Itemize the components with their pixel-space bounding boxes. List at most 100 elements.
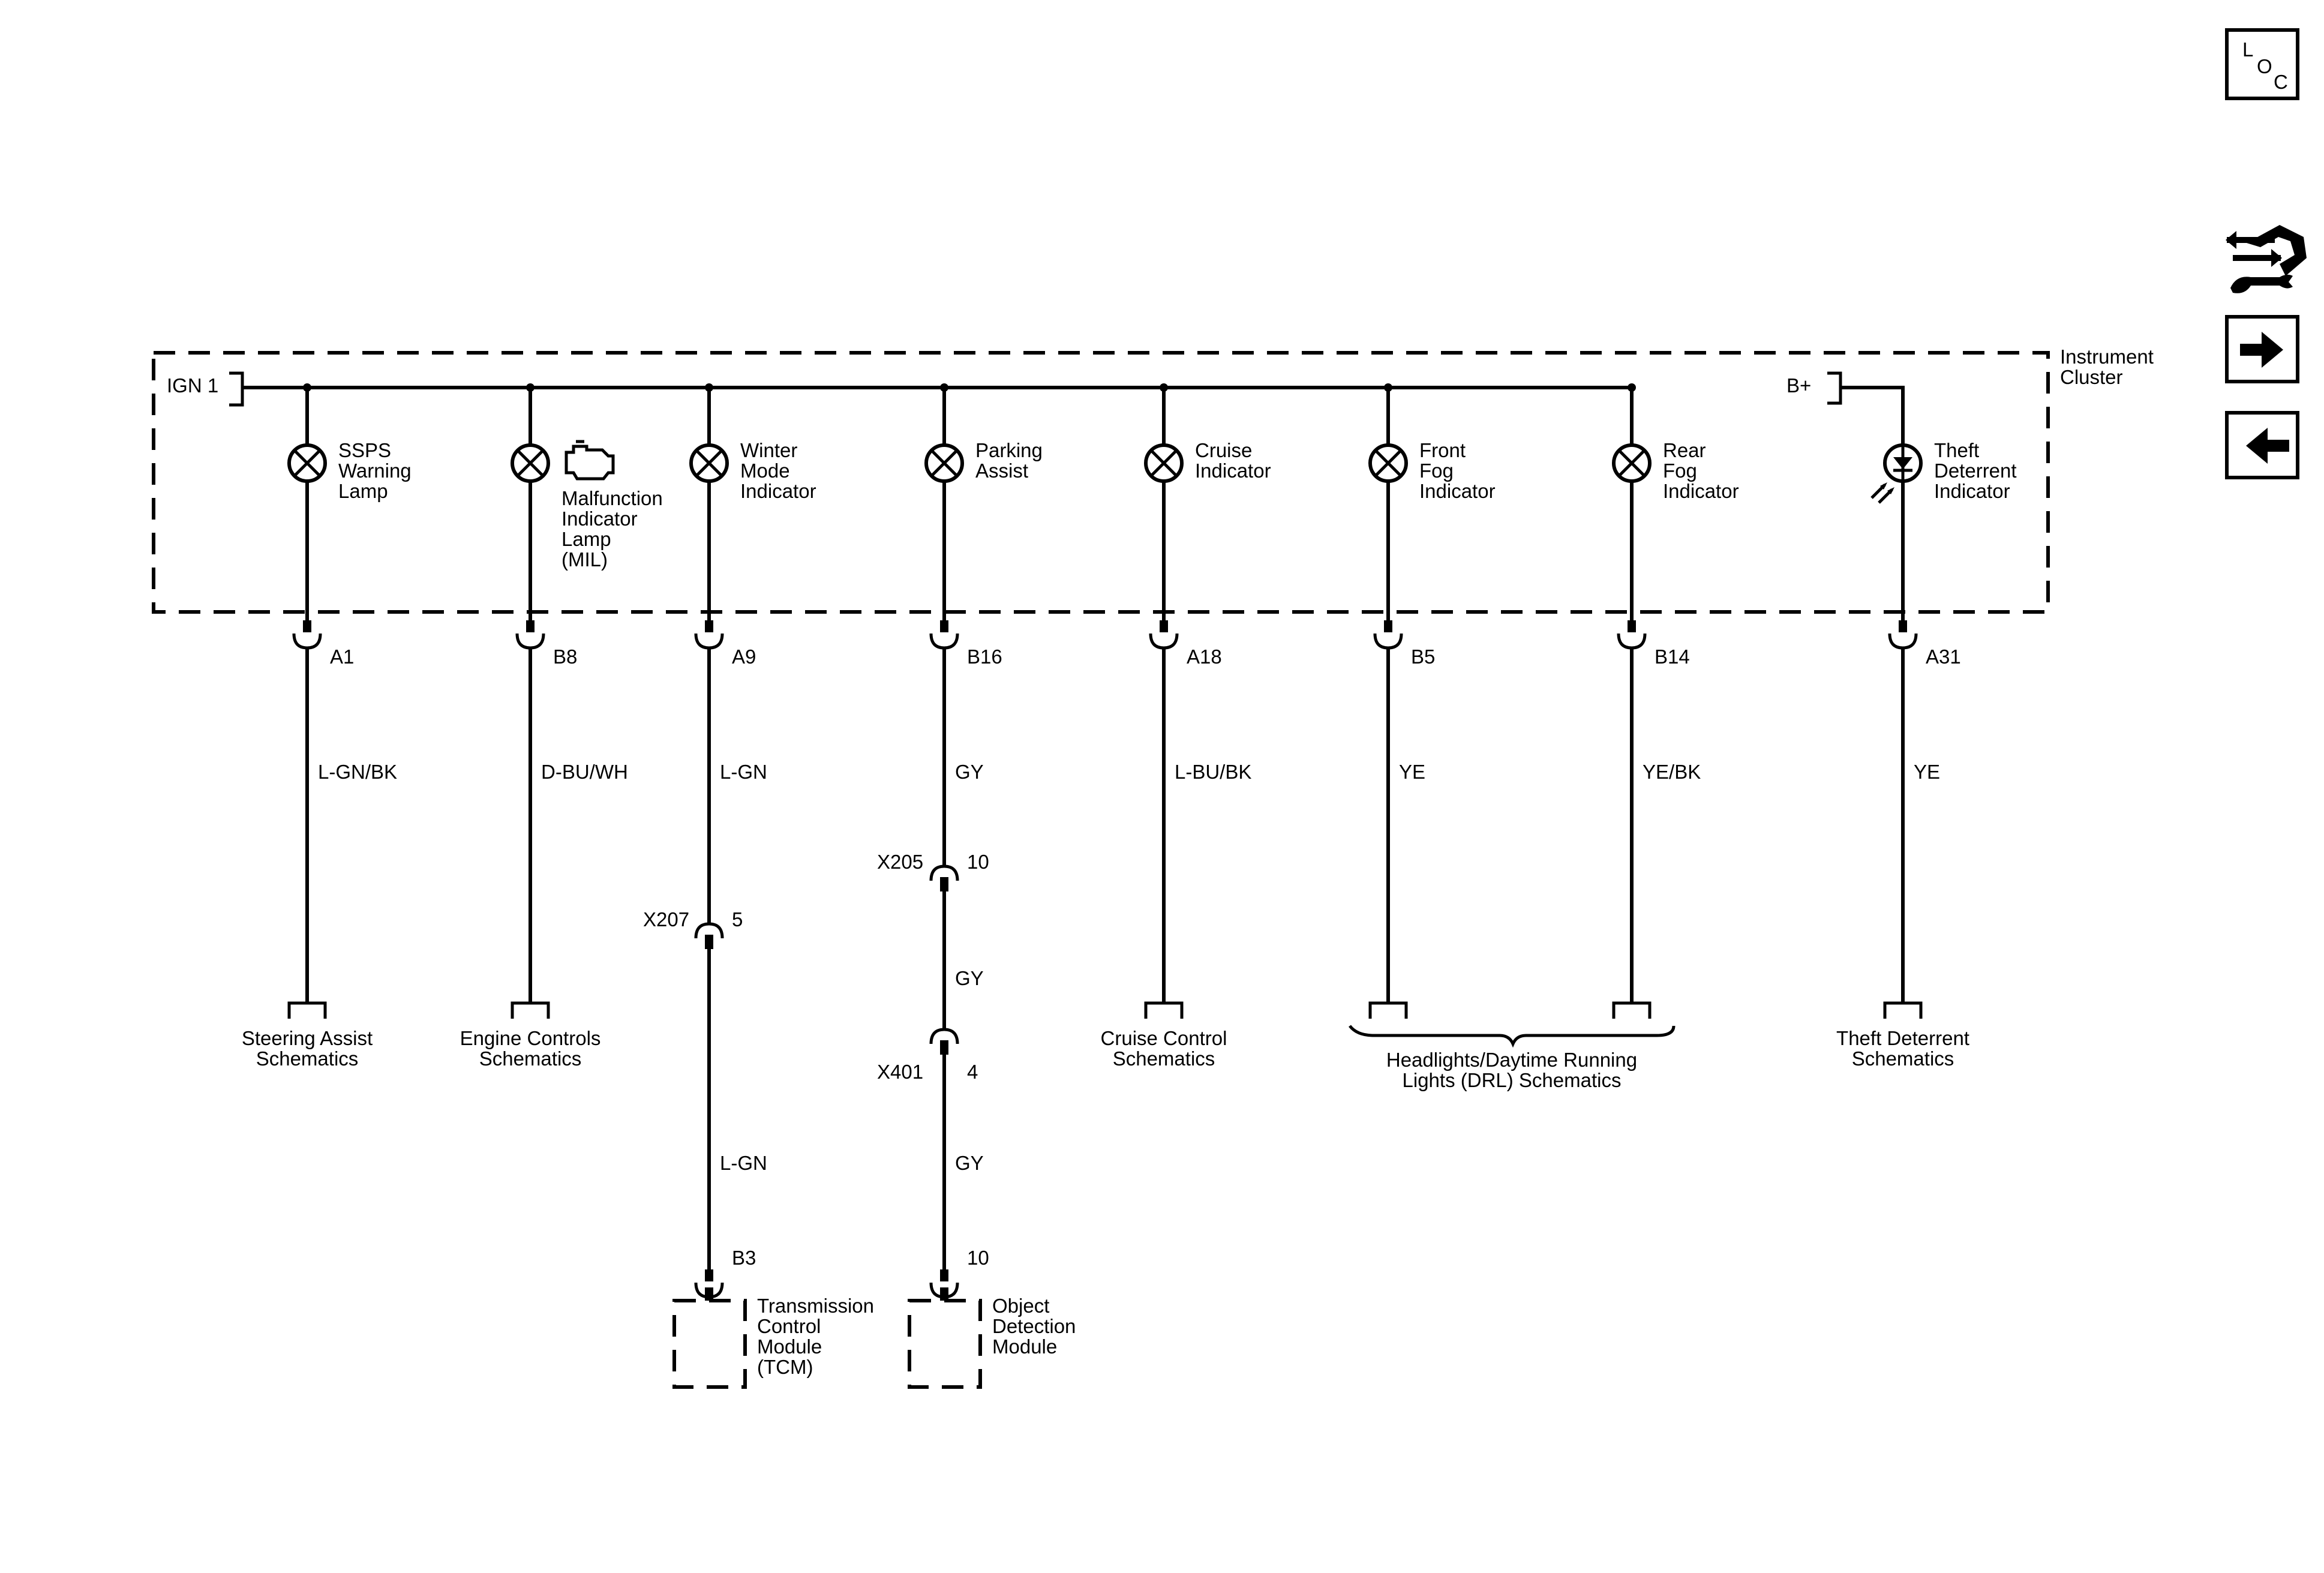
mil-lamp-label-2: Lamp	[562, 528, 611, 550]
lamp-x2	[1374, 449, 1402, 477]
winter-cluster-terminal	[694, 620, 724, 650]
ssps-lamp-label-0: SSPS	[338, 439, 391, 461]
mil-lamp-label-3: (MIL)	[562, 548, 608, 571]
lamp-x2	[930, 449, 958, 477]
circuit-mil: MalfunctionIndicatorLamp(MIL)B8D-BU/WHEn…	[460, 383, 663, 1070]
x401-connector	[929, 1028, 959, 1055]
frontfog-lamp-icon	[1368, 443, 1408, 483]
mil-dest-label-0: Engine Controls	[460, 1027, 601, 1049]
winter-wire2-color: L-GN	[720, 1152, 767, 1174]
headlights-dest-line2: Lights (DRL) Schematics	[1403, 1069, 1622, 1091]
winter-pin-label: A9	[732, 646, 756, 668]
next-page-button[interactable]	[2225, 315, 2299, 383]
winter-wire-color: L-GN	[720, 761, 767, 783]
terminal-cup	[1149, 633, 1179, 650]
previous-page-button[interactable]	[2225, 411, 2299, 479]
cruise-dest-label-0: Cruise Control	[1101, 1027, 1227, 1049]
terminal-cup	[1617, 633, 1647, 650]
ssps-dest-terminal	[287, 1001, 327, 1019]
ssps-dest-label-0: Steering Assist	[242, 1027, 373, 1049]
cruise-dest-terminal	[1144, 1001, 1184, 1019]
terminal-pin	[303, 620, 311, 632]
theft-lamp-label-0: Theft	[1934, 439, 1979, 461]
odm-label-2: Module	[992, 1335, 1057, 1358]
led-ray2-head	[1887, 487, 1894, 494]
cruise-wire-color: L-BU/BK	[1175, 761, 1251, 783]
tcm-pin-label: B3	[732, 1247, 756, 1269]
ssps-lamp-label-2: Lamp	[338, 480, 388, 502]
frontfog-dest-terminal	[1368, 1001, 1408, 1019]
mil-dest-terminal	[511, 1001, 550, 1019]
cruise-lamp-label-1: Indicator	[1195, 460, 1271, 482]
bplus-wire	[1840, 386, 1905, 448]
ign1-label: IGN 1	[167, 374, 218, 397]
winter-lamp-icon	[689, 443, 729, 483]
headlights-drl-destination: Headlights/Daytime Running Lights (DRL) …	[1349, 1025, 1676, 1091]
cruise-pin-label: A18	[1187, 646, 1222, 668]
rearfog-wire-color: YE/BK	[1643, 761, 1701, 783]
engine-outline	[565, 445, 615, 481]
lamp-x2	[1618, 449, 1646, 477]
parking-wire2-color: GY	[955, 967, 984, 989]
odm-pin	[940, 1287, 948, 1301]
x207-label: X207	[643, 908, 689, 930]
parking-lamp-icon	[924, 443, 964, 483]
rearfog-dest-terminal	[1612, 1001, 1652, 1019]
theft-cluster-terminal	[1888, 620, 1918, 650]
bplus-label: B+	[1786, 374, 1811, 397]
rearfog-lamp-label-0: Rear	[1663, 439, 1706, 461]
terminal-pin	[940, 620, 948, 632]
odm-label-1: Detection	[992, 1315, 1076, 1337]
terminal-cup	[1373, 633, 1403, 650]
frontfog-lamp-label-1: Fog	[1419, 460, 1454, 482]
parking-lamp-label-0: Parking	[975, 439, 1043, 461]
terminal-cup	[694, 633, 724, 650]
connector-pin	[940, 1040, 948, 1055]
x401-label: X401	[877, 1061, 923, 1083]
frontfog-wire-color: YE	[1399, 761, 1425, 783]
terminal-cup	[515, 633, 545, 650]
theft-lamp-label-2: Indicator	[1934, 480, 2010, 502]
theft-wire-color: YE	[1914, 761, 1940, 783]
cluster-label-line2: Cluster	[2060, 366, 2123, 388]
rearfog-pin-label: B14	[1655, 646, 1690, 668]
arrow-right-icon	[2240, 332, 2283, 368]
ign1-terminal	[229, 371, 244, 407]
terminal-pin	[1160, 620, 1168, 632]
tcm-module-boundary	[672, 1299, 747, 1389]
parking-wire3-color: GY	[955, 1152, 984, 1174]
odm-pin-label: 10	[967, 1247, 989, 1269]
loc-button[interactable]: L O C	[2225, 28, 2299, 100]
cluster-boundary	[152, 351, 2050, 614]
terminal-pin	[1628, 620, 1636, 632]
x401-pin-label: 4	[967, 1061, 978, 1083]
connector-pin	[705, 935, 713, 949]
terminal-pin	[705, 1269, 713, 1281]
mil-dest-label-1: Schematics	[479, 1047, 582, 1070]
cruise-lamp-icon	[1144, 443, 1184, 483]
frontfog-lamp-label-0: Front	[1419, 439, 1466, 461]
frontfog-cluster-terminal	[1373, 620, 1403, 650]
cluster-label-line1: Instrument	[2060, 346, 2154, 368]
terminal-cup	[929, 633, 959, 650]
parking-cluster-terminal	[929, 620, 959, 650]
mil-lamp-label-1: Indicator	[562, 508, 638, 530]
mil-wire-color: D-BU/WH	[541, 761, 628, 783]
x207-connector	[694, 922, 724, 949]
rearfog-lamp-label-2: Indicator	[1663, 480, 1739, 502]
lamp-x2	[293, 449, 321, 477]
bplus-terminal	[1827, 371, 1842, 405]
cruise-lamp-label-0: Cruise	[1195, 439, 1252, 461]
theft-lamp-label-1: Deterrent	[1934, 460, 2017, 482]
connector-wrench-icon[interactable]	[2226, 225, 2307, 293]
winter-lamp-label-2: Indicator	[740, 480, 816, 502]
odm-label-0: Object	[992, 1295, 1049, 1317]
terminal-pin	[940, 1269, 948, 1281]
tcm-label-2: Module	[757, 1335, 822, 1358]
